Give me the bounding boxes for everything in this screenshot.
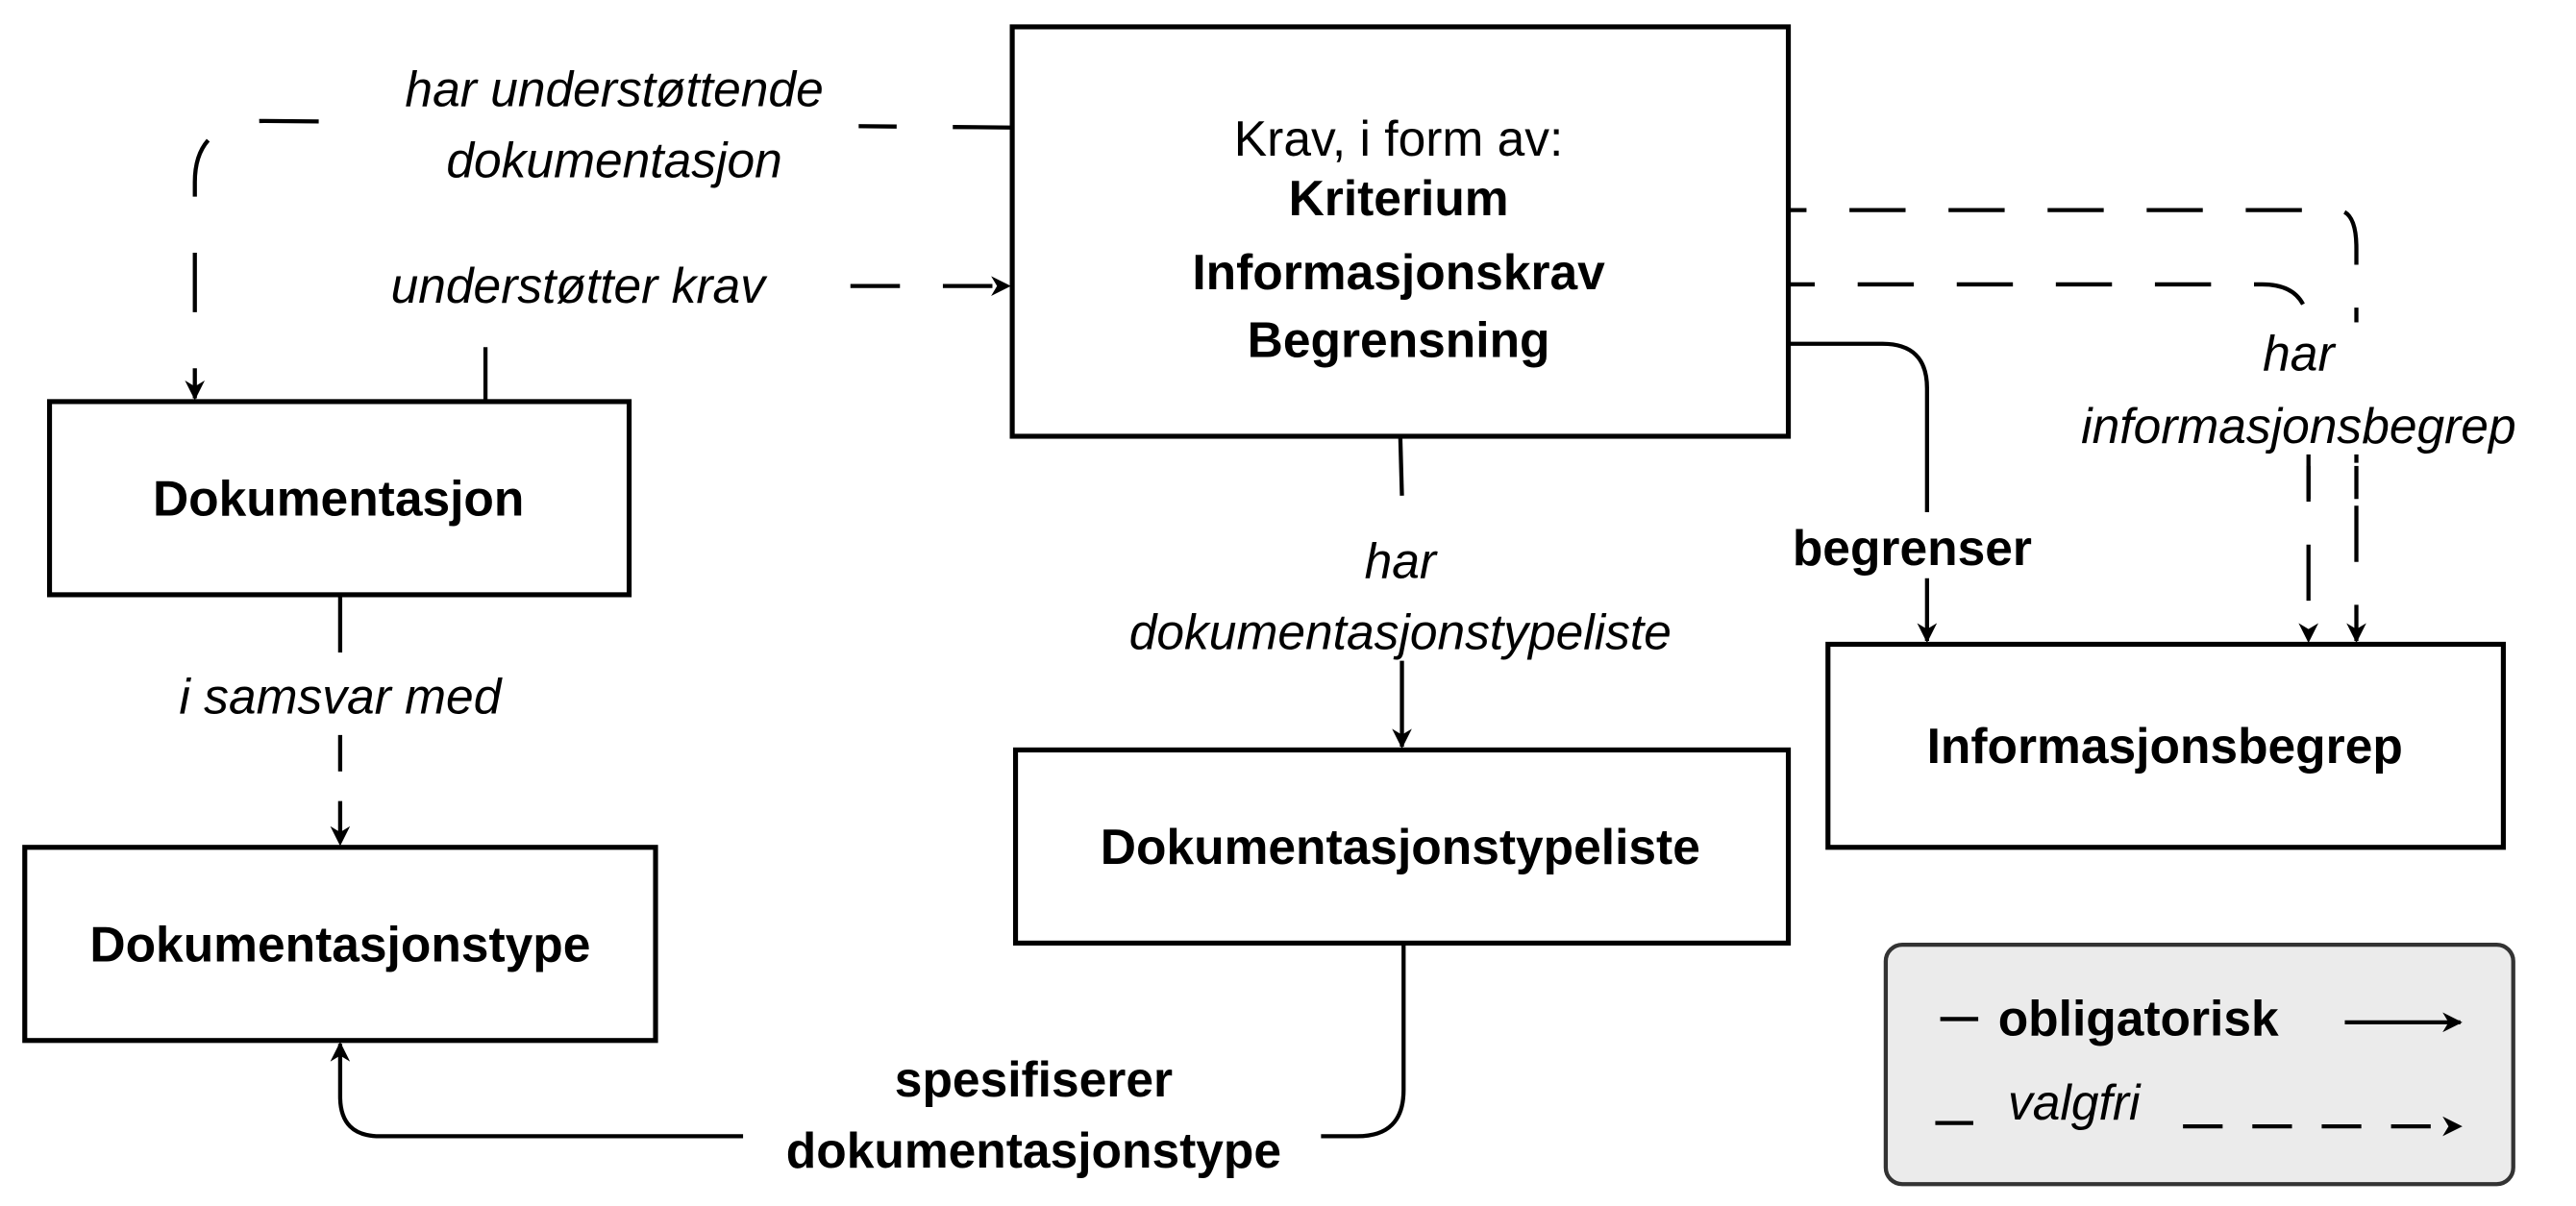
edge-informasjonskrav-informasjonsbegrep: har informasjonsbegrep (1659, 282, 2552, 644)
node-dokumentasjonstypeliste: Dokumentasjonstypeliste (1012, 747, 1792, 946)
node-label: Dokumentasjonstypeliste (1101, 819, 1700, 874)
node-dokumentasjon: Dokumentasjon (46, 399, 632, 598)
edge-har-understottende: har understøttende dokumentasjon (185, 58, 1013, 401)
edge-begrenser: begrenser (1593, 341, 2032, 644)
legend-mandatory: obligatorisk (1998, 991, 2279, 1046)
edge-label: dokumentasjon (446, 132, 781, 187)
edge-understotter-krav: understøtter krav (391, 258, 1011, 402)
edge-label: begrenser (1793, 520, 2032, 576)
edge-label: i samsvar med (179, 669, 503, 725)
krav-begrensning: Begrensning (1248, 312, 1550, 368)
edge-label: dokumentasjonstype (786, 1122, 1281, 1178)
edge-i-samsvar-med: i samsvar med (179, 594, 504, 847)
node-label: Dokumentasjon (153, 470, 524, 526)
edge-label: har understøttende (405, 61, 823, 116)
edge-har-dokumentasjonstypeliste: har dokumentasjonstypeliste (1129, 435, 1672, 750)
edge-label: spesifiserer (895, 1051, 1173, 1107)
node-label: Informasjonsbegrep (1927, 718, 2403, 774)
node-informasjonsbegrep: Informasjonsbegrep (1825, 641, 2506, 850)
legend: obligatorisk valgfri (1883, 942, 2515, 1187)
edge-label: informasjonsbegrep (2081, 398, 2515, 454)
edge-label: har (2263, 325, 2336, 381)
edge-label: har (1365, 533, 1438, 589)
edge-label: understøtter krav (391, 258, 769, 313)
krav-kriterium: Kriterium (1289, 170, 1509, 226)
edge-spesifiserer: spesifiserer dokumentasjonstype (340, 943, 1406, 1178)
legend-optional: valgfri (2008, 1074, 2142, 1130)
node-label: Dokumentasjonstype (89, 916, 590, 972)
edge-label: dokumentasjonstypeliste (1129, 604, 1672, 660)
krav-informasjonskrav: Informasjonskrav (1192, 244, 1605, 300)
krav-intro: Krav, i form av: (1234, 111, 1564, 166)
edge-kriterium-informasjonsbegrep (1551, 208, 2366, 644)
node-dokumentasjonstype: Dokumentasjonstype (22, 845, 658, 1044)
node-krav: Krav, i form av: Kriterium Informasjonsk… (1009, 24, 1792, 439)
